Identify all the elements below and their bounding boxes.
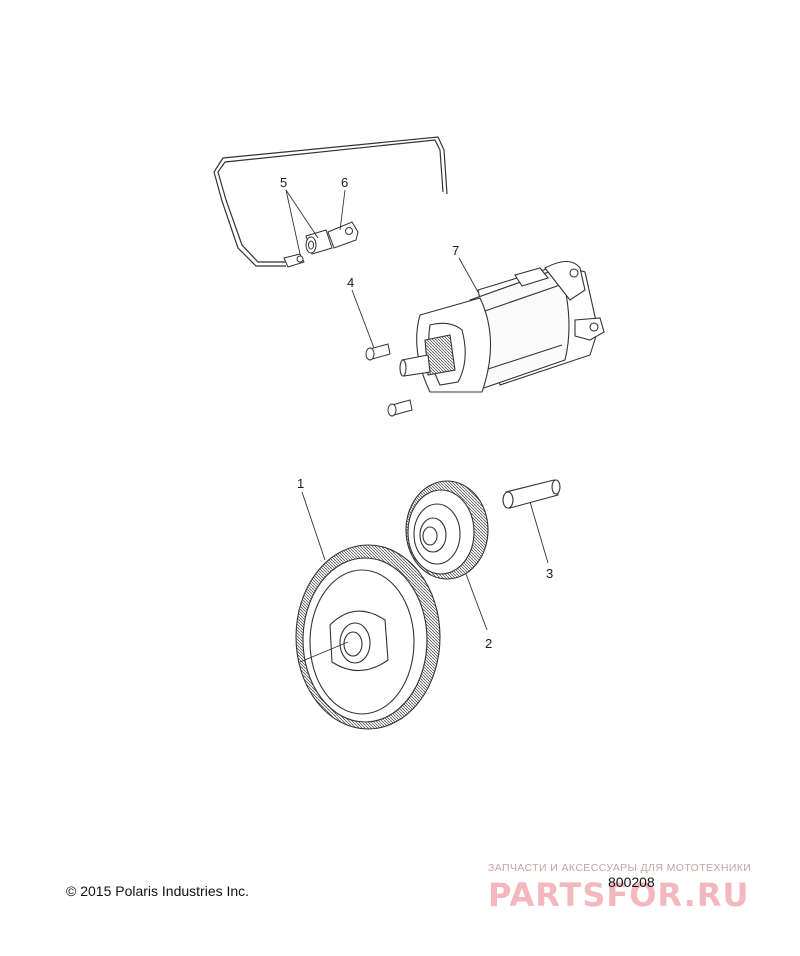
callout-5: 5 <box>280 175 287 190</box>
callout-2: 2 <box>485 636 492 651</box>
watermark-logo: PARTSFOR.RU <box>488 876 750 914</box>
starter-motor <box>399 260 605 393</box>
watermark: ЗАПЧАСТИ И АКСЕССУАРЫ ДЛЯ МОТОТЕХНИКИ PA… <box>488 862 798 914</box>
mounting-bolt-upper <box>365 343 391 361</box>
watermark-tagline: ЗАПЧАСТИ И АКСЕССУАРЫ ДЛЯ МОТОТЕХНИКИ <box>488 862 752 874</box>
callout-1: 1 <box>297 476 304 491</box>
terminal-boot <box>305 229 333 255</box>
starter-cable <box>213 136 448 267</box>
callout-3: 3 <box>546 566 553 581</box>
roller-pin <box>502 479 561 509</box>
copyright-notice: © 2015 Polaris Industries Inc. <box>66 883 250 899</box>
driven-gear <box>295 544 441 730</box>
terminal-lug <box>327 221 359 249</box>
callout-4: 4 <box>347 275 354 290</box>
callout-7: 7 <box>452 243 459 258</box>
cable-terminal <box>283 253 305 268</box>
idler-gear <box>405 480 489 580</box>
figure-number: 800208 <box>608 874 655 890</box>
callout-6: 6 <box>341 175 348 190</box>
leader-lines <box>285 189 549 663</box>
mounting-bolt-lower <box>387 399 413 417</box>
